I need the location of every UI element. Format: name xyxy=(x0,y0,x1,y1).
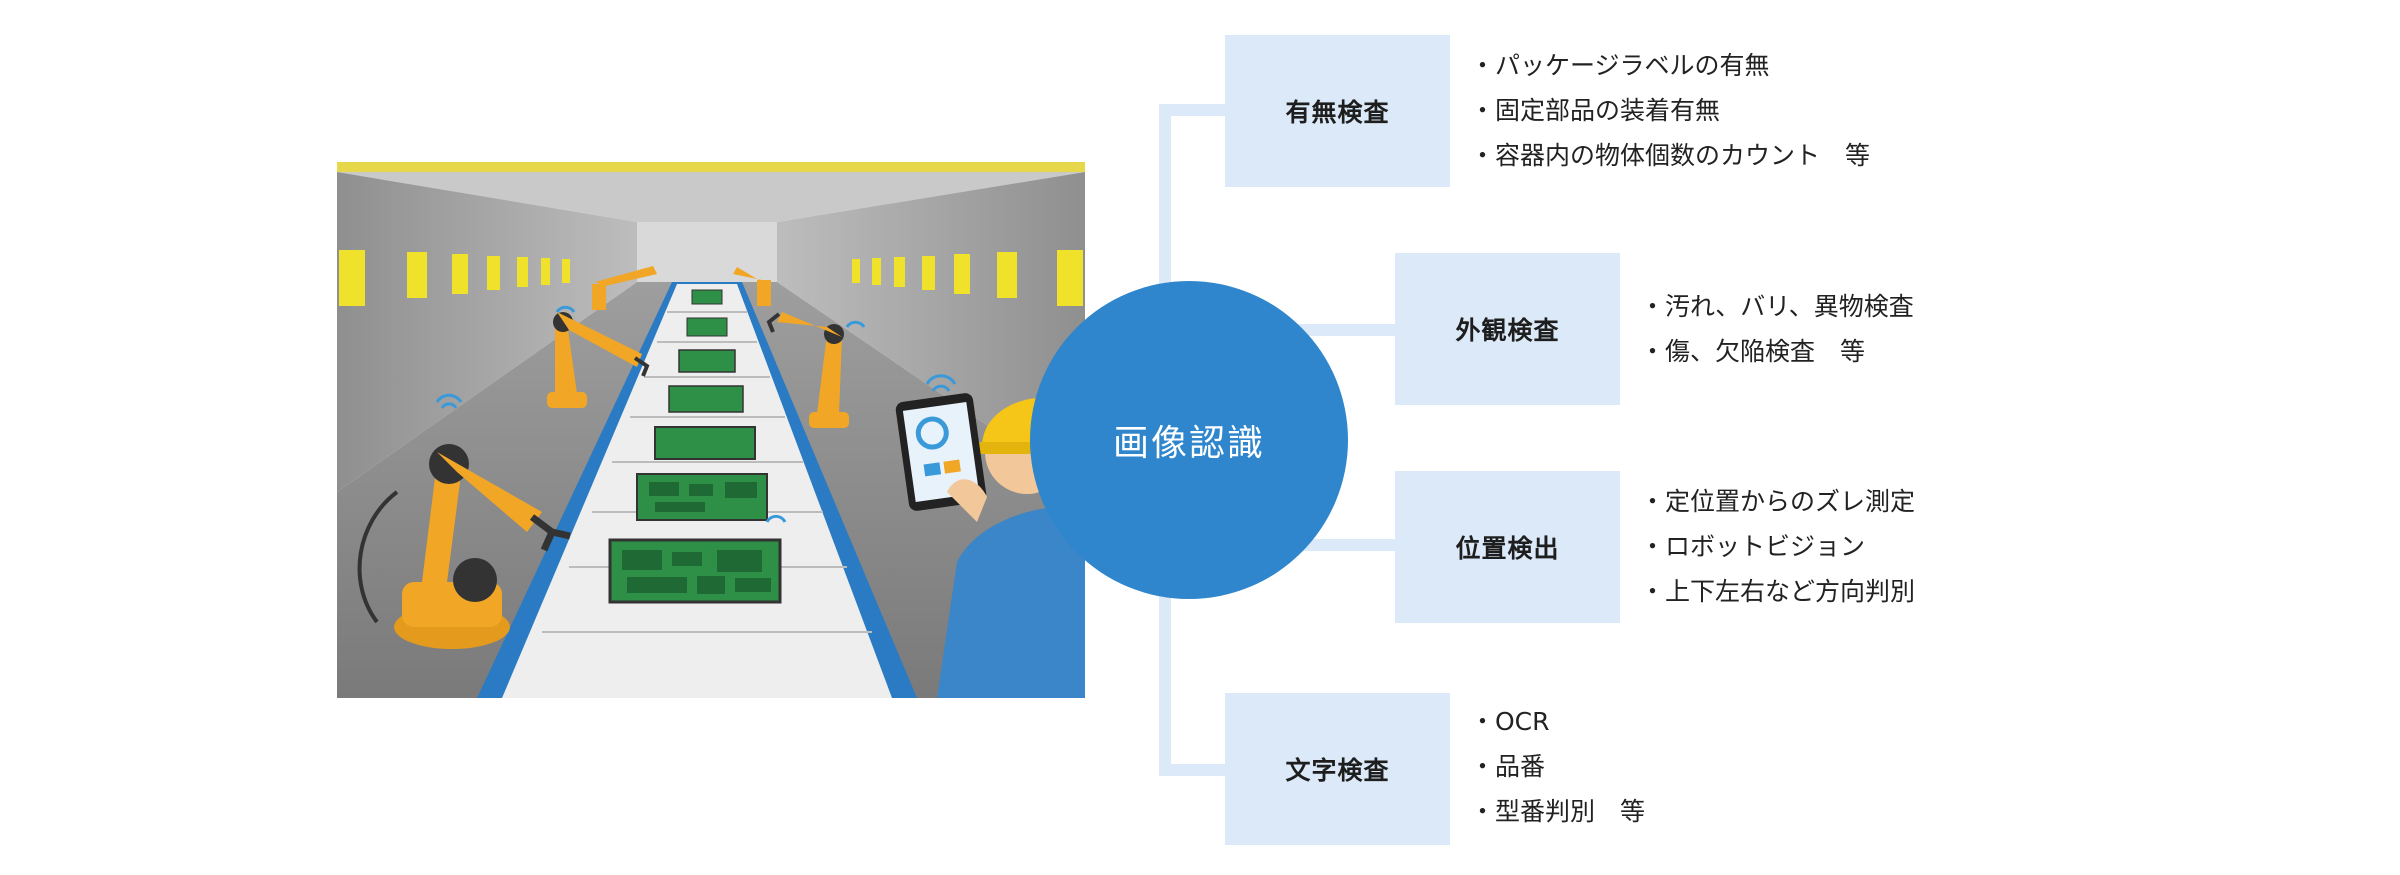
list-item: ・容器内の物体個数のカウント 等 xyxy=(1470,141,1871,170)
right-windows xyxy=(852,250,1083,306)
list-item: ・OCR xyxy=(1470,707,1550,736)
category-label: 有無検査 xyxy=(1285,98,1390,127)
ceiling xyxy=(337,172,1085,222)
list-item: ・型番判別 等 xyxy=(1470,797,1646,826)
hub-label: 画像認識 xyxy=(1112,423,1265,464)
presence-inspection-items: ・パッケージラベルの有無 ・固定部品の装着有無 ・容器内の物体個数のカウント 等 xyxy=(1470,43,1870,178)
robot-arm-left-front xyxy=(357,444,571,649)
category-label: 外観検査 xyxy=(1455,316,1560,345)
list-item: ・定位置からのズレ測定 xyxy=(1640,487,1916,516)
category-label: 位置検出 xyxy=(1455,534,1560,563)
robot-arm-left-back xyxy=(547,266,657,408)
category-label: 文字検査 xyxy=(1285,756,1390,785)
image-recognition-hub: 画像認識 xyxy=(1030,281,1348,599)
character-inspection-items: ・OCR ・品番 ・型番判別 等 xyxy=(1470,699,1645,834)
position-detection-items: ・定位置からのズレ測定 ・ロボットビジョン ・上下左右など方向判別 xyxy=(1640,479,1915,614)
list-item: ・パッケージラベルの有無 xyxy=(1470,51,1770,80)
list-item: ・固定部品の装着有無 xyxy=(1470,96,1721,125)
category-presence-inspection: 有無検査 xyxy=(1225,35,1450,187)
robot-arm-right-back xyxy=(733,267,849,428)
left-windows xyxy=(339,250,570,306)
category-character-inspection: 文字検査 xyxy=(1225,693,1450,845)
list-item: ・上下左右など方向判別 xyxy=(1640,577,1916,606)
list-item: ・ロボットビジョン xyxy=(1640,532,1866,561)
wifi-icons xyxy=(435,305,957,523)
ceiling-stripe xyxy=(337,162,1085,172)
circuit-boards xyxy=(608,289,782,604)
list-item: ・品番 xyxy=(1470,752,1546,781)
list-item: ・傷、欠陥検査 等 xyxy=(1640,337,1866,366)
appearance-inspection-items: ・汚れ、バリ、異物検査 ・傷、欠陥検査 等 xyxy=(1640,284,1914,374)
list-item: ・汚れ、バリ、異物検査 xyxy=(1640,292,1914,321)
category-appearance-inspection: 外観検査 xyxy=(1395,253,1620,405)
category-position-detection: 位置検出 xyxy=(1395,471,1620,623)
back-wall xyxy=(637,222,777,282)
